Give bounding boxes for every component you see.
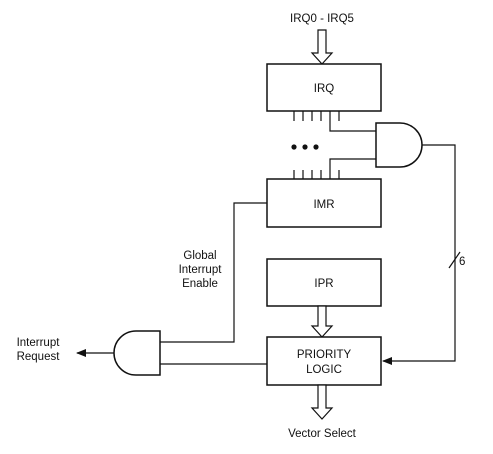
irq-block: IRQ xyxy=(266,63,382,112)
ipr-block-label: IPR xyxy=(314,278,333,290)
request-and-gate xyxy=(113,330,161,376)
priority-logic-block: PRIORITY LOGIC xyxy=(266,336,382,386)
irq-block-label: IRQ xyxy=(314,83,335,95)
ellipsis-dots xyxy=(291,144,319,150)
irq-input-label: IRQ0 - IRQ5 xyxy=(290,13,354,25)
irq-to-and-wire xyxy=(329,121,376,132)
vector-select-arrow xyxy=(310,384,334,420)
global-enable-wire xyxy=(160,202,267,343)
imr-to-and-wire xyxy=(329,158,376,170)
ipr-to-priority-arrow xyxy=(310,305,334,338)
imr-output-lines xyxy=(293,170,340,179)
and-to-priority-bus xyxy=(382,144,456,365)
priority-label-line2: LOGIC xyxy=(306,364,342,376)
ipr-block: IPR xyxy=(266,258,382,307)
mask-and-gate xyxy=(375,122,423,168)
global-enable-label-line3: Enable xyxy=(182,278,218,290)
priority-label-line1: PRIORITY xyxy=(297,349,352,361)
imr-block: IMR xyxy=(266,178,382,228)
bus-width-label: 6 xyxy=(459,256,465,268)
imr-block-label: IMR xyxy=(313,199,334,211)
vector-select-label: Vector Select xyxy=(288,428,357,440)
global-enable-label-line2: Interrupt xyxy=(179,264,223,276)
interrupt-request-label-line1: Interrupt xyxy=(17,337,61,349)
interrupt-request-label-line2: Request xyxy=(17,351,61,363)
irq-output-lines xyxy=(293,111,340,121)
global-enable-label-line1: Global xyxy=(183,250,216,262)
bus-width-slash xyxy=(448,251,461,269)
irq-input-arrow xyxy=(310,29,334,65)
